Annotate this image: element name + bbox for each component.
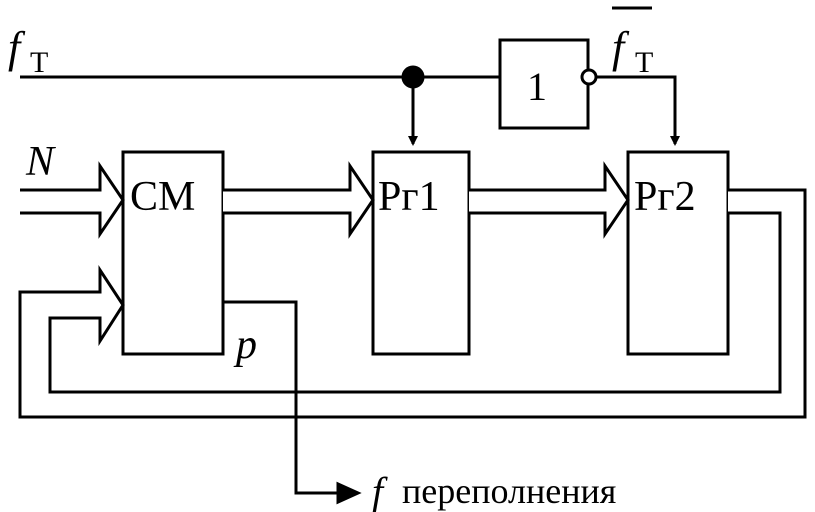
feedback-bus bbox=[18, 188, 807, 419]
reg2-block bbox=[626, 150, 730, 356]
input-bus-arrow bbox=[20, 161, 125, 239]
reg1-to-reg2-bus bbox=[469, 161, 630, 239]
reg1-block bbox=[371, 150, 471, 356]
adder-label: СМ bbox=[130, 174, 195, 220]
input-n-label: N bbox=[25, 139, 56, 185]
inverter-bubble bbox=[580, 68, 598, 86]
clock-inverted-label: f bbox=[612, 23, 630, 72]
overflow-text-label: переполнения bbox=[402, 471, 616, 511]
adder-block bbox=[121, 150, 225, 356]
adder-to-reg1-bus bbox=[223, 161, 375, 239]
clock-subscript: Т bbox=[30, 46, 48, 79]
carry-label: p bbox=[233, 322, 257, 368]
overflow-arrow-head bbox=[336, 481, 362, 505]
inverter-label: 1 bbox=[527, 64, 547, 109]
reg1-label: Рг1 bbox=[378, 174, 440, 220]
clock-inverted-subscript: Т bbox=[635, 46, 653, 79]
overflow-f-label: f bbox=[372, 469, 388, 512]
reg2-label: Рг2 bbox=[634, 174, 696, 220]
clock-label: f bbox=[8, 23, 26, 72]
inverted-clock-wire bbox=[596, 75, 680, 146]
carry-output-wire bbox=[223, 300, 340, 495]
